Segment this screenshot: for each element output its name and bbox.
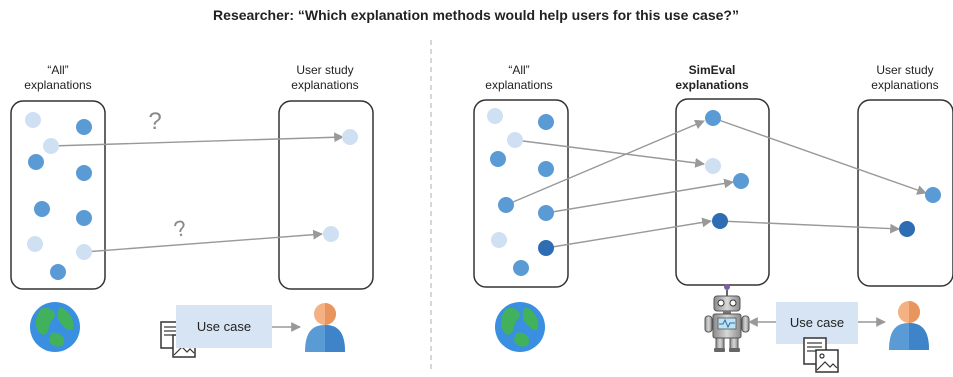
arrow [712,117,927,195]
dot [25,112,41,128]
left-all-label-line2: explanations [24,78,91,92]
right-use-case-label: Use case [790,315,844,330]
left-study-dot-top [342,129,358,145]
dot [733,173,749,189]
dot [513,260,529,276]
left-all-dots [25,112,92,280]
diagram-title: Researcher: “Which explanation methods w… [213,7,739,23]
right-user-study-box [857,99,953,287]
arrow [719,220,900,234]
dot [538,240,554,256]
simeval-dots [705,110,749,229]
simeval-label-line1: SimEval [689,63,736,77]
question-mark-bottom: ? [172,215,189,242]
right-study-dot-top [925,187,941,203]
dot [498,197,514,213]
right-all-label-line1: “All” [508,63,529,77]
dot [712,213,728,229]
left-all-explanations-box [10,100,106,290]
right-study-label-line1: User study [876,63,933,77]
left-use-case-box [176,305,272,348]
left-study-label-line2: explanations [291,78,358,92]
dot [507,132,523,148]
dot [34,201,50,217]
dot [28,154,44,170]
left-use-case-label: Use case [197,319,251,334]
right-arrows [505,117,927,249]
dot [705,158,721,174]
left-study-label-line1: User study [296,63,353,77]
left-study-dot-bottom [323,226,339,242]
right-all-explanations-box [473,99,569,288]
dot [705,110,721,126]
left-arrow-bottom [83,229,323,253]
question-mark-top: ? [148,108,161,135]
globe-icon [30,302,80,352]
robot-icon [704,284,750,352]
dot [27,236,43,252]
dot [76,165,92,181]
simeval-label-line2: explanations [675,78,749,92]
dot [76,119,92,135]
dot [538,114,554,130]
dot [50,264,66,280]
dot [76,244,92,260]
arrow [545,178,734,214]
dot [538,205,554,221]
right-all-label-line2: explanations [485,78,552,92]
dot [538,161,554,177]
user-icon [305,303,345,352]
arrow [505,119,705,206]
right-study-label-line2: explanations [871,78,938,92]
dot [43,138,59,154]
left-arrow-top [50,132,344,147]
right-use-case-box [776,302,858,344]
globe-icon [495,302,545,352]
arrow [514,139,705,168]
arrow [545,217,712,249]
right-study-dot-bottom [899,221,915,237]
user-icon [889,301,929,350]
dot [491,232,507,248]
dot [490,151,506,167]
document-icon [803,337,839,373]
dot [76,210,92,226]
dot [487,108,503,124]
right-all-dots [487,108,554,276]
left-user-study-box [278,100,374,290]
left-all-label-line1: “All” [47,63,68,77]
